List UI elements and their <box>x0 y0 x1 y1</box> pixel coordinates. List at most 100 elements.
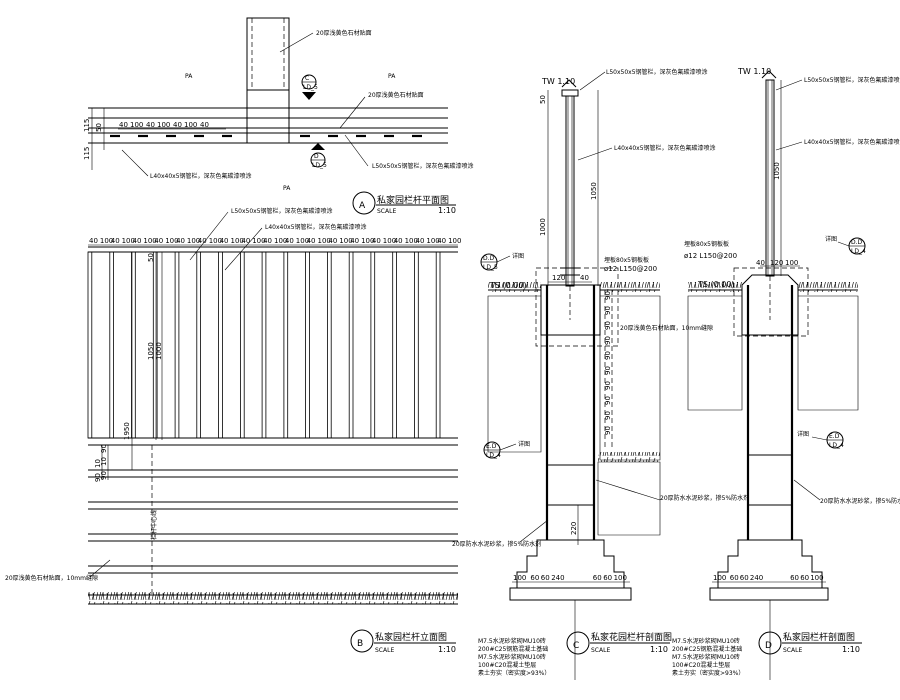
view-title: 私家园栏杆平面图 <box>377 194 449 206</box>
elevation-bar <box>261 251 267 439</box>
elevation-dim-text: 40 <box>154 237 163 245</box>
layer-label: M7.5水泥砂浆砌MU10砖 <box>672 637 740 645</box>
dim-text: 220 <box>570 522 578 535</box>
section-c-note-mortar-2: 20厚防水水泥砂浆，掺5%防水剂 <box>452 540 541 548</box>
elevation-dim-text: 100 <box>383 237 396 245</box>
section-d-title-block: D 私家园栏杆剖面图 SCALE 1:10 <box>758 631 862 655</box>
elevation-bar <box>326 251 332 439</box>
bottom-dim-text: 60 <box>800 574 809 582</box>
layer-label: M7.5水泥砂浆砌MU10砖 <box>478 637 546 645</box>
section-c-layers: M7.5水泥砂浆砌MU10砖 200#C25钢筋混凝土基础 M7.5水泥砂浆砌M… <box>478 600 576 680</box>
scale-label: SCALE <box>591 647 610 654</box>
section-c-note-mortar: 20厚防水水泥砂浆，掺5%防水剂 <box>660 494 749 502</box>
section-c-detail-marker-1[interactable]: D.D LD_5 详图 <box>480 252 524 271</box>
detail-tag: 详图 <box>797 430 809 438</box>
section-d-detail-marker-2[interactable]: E.D LD_4 详图 <box>797 430 844 449</box>
view-letter: D <box>765 641 772 651</box>
section-c-note-l50: L50x50x5钢管栏，深灰色氟碳漆喷涂 <box>606 68 708 76</box>
layer-label: 素土夯实（密实度>93%） <box>478 669 550 677</box>
stack-dim-text: 90 <box>604 381 612 390</box>
elevation-dim-text: 40 <box>220 237 229 245</box>
elevation-dim-text: 40 <box>285 237 294 245</box>
detail-tag: 详图 <box>518 440 530 448</box>
dim-text: 1000 <box>539 218 547 236</box>
plan-section-marker-c[interactable]: C LD_5 <box>301 74 318 100</box>
section-c-detail-box <box>535 267 619 347</box>
elevation-dim-text: 100 <box>252 237 265 245</box>
section-number: D <box>314 153 319 160</box>
section-d-soil-right <box>797 295 859 411</box>
section-c-view: TW 1.10 TS (0.00) L50x50x5钢管栏，深灰色氟碳漆喷涂 L… <box>452 68 749 680</box>
section-c-plate: 埋板80x5钢板板 <box>604 256 649 264</box>
elevation-bar <box>370 251 376 439</box>
stack-dim-text: 90 <box>604 336 612 345</box>
plan-dims-left: 115 50 115 <box>83 108 105 170</box>
plan-dim-text: 50 <box>95 123 103 132</box>
dim-text: 50 <box>147 253 155 262</box>
layer-label: 200#C25钢筋混凝土基础 <box>672 645 742 653</box>
elevation-bar <box>174 251 180 439</box>
section-d-detail-marker-1[interactable]: D.D LD_4 详图 <box>825 235 866 255</box>
detail-number: E.D <box>486 443 497 450</box>
scale-value: 1:10 <box>842 645 860 654</box>
scale-label: SCALE <box>377 208 396 215</box>
section-c-detail-marker-2[interactable]: E.D LD_4 详图 <box>483 440 530 459</box>
plan-wall-vertical <box>246 17 290 91</box>
elevation-dims-side: 50 1050 1000 1950 90 10 90 10 90 <box>94 252 163 482</box>
elevation-dim-text: 40 <box>111 237 120 245</box>
view-letter: A <box>359 201 366 211</box>
section-d-note-l40: L40x40x5钢管栏，深灰色氟碳漆喷涂 <box>804 138 900 146</box>
dim-text: 90 <box>100 471 108 480</box>
stack-dim-text: 90 <box>604 291 612 300</box>
elevation-dim-text: 40 <box>416 237 425 245</box>
elevation-bar <box>196 251 202 439</box>
plan-dim-text: 40 <box>119 121 128 129</box>
view-title: 私家园栏杆立面图 <box>375 631 447 643</box>
stack-dim-text: 90 <box>604 366 612 375</box>
plan-dim-text: 100 <box>130 121 143 129</box>
section-sheet: LD_5 <box>303 84 318 91</box>
plan-dim-text: 40 <box>146 121 155 129</box>
scale-value: 1:10 <box>438 206 456 215</box>
detail-tag: 详图 <box>825 235 837 243</box>
elevation-dim-text: 100 <box>361 237 374 245</box>
plan-dim-text: 100 <box>157 121 170 129</box>
elevation-dim-text: 100 <box>187 237 200 245</box>
bottom-dim-text: 60 <box>790 574 799 582</box>
elevation-dim-text: 100 <box>209 237 222 245</box>
section-d-anchor: ø12 L150@200 <box>684 252 737 260</box>
stack-dim-text: 90 <box>604 351 612 360</box>
plan-section-marker-d[interactable]: D LD_5 <box>310 143 327 169</box>
section-sheet: LD_5 <box>312 162 327 169</box>
stack-dim-text: 90 <box>604 411 612 420</box>
elevation-dim-text: 100 <box>448 237 461 245</box>
elevation-note-l50: L50x50x5钢管栏，深灰色氟碳漆喷涂 <box>231 207 333 215</box>
elevation-bar <box>348 251 354 439</box>
dim-text: 90 <box>100 444 108 453</box>
view-letter: C <box>573 641 579 651</box>
stack-dim-text: 90 <box>604 306 612 315</box>
bottom-dim-text: 100 <box>513 574 526 582</box>
section-c-note-stone: 20厚浅黄色石材贴面，10mm缝隙 <box>620 324 713 332</box>
elevation-dim-text: 100 <box>100 237 113 245</box>
section-c-anchor: ø12 L150@200 <box>604 265 657 273</box>
elevation-grass <box>88 592 458 604</box>
section-d-plate: 埋板80x5钢板板 <box>684 240 729 248</box>
dim-text: 10 <box>100 457 108 466</box>
elevation-bar <box>305 251 310 439</box>
elevation-dim-text: 100 <box>405 237 418 245</box>
section-c-ts: TS (0.00) <box>489 281 527 290</box>
elevation-dim-text: 100 <box>339 237 352 245</box>
bottom-dim-text: 100 <box>810 574 823 582</box>
section-c-tie-beam <box>546 464 595 506</box>
plan-note-l50: L50x50x5钢管栏，深灰色氟碳漆喷涂 <box>372 162 474 170</box>
elevation-dim-text: 100 <box>122 237 135 245</box>
detail-number: E.D <box>829 433 840 440</box>
elevation-dim-text: 100 <box>426 237 439 245</box>
elevation-dim-text: 40 <box>394 237 403 245</box>
detail-sheet: LD_4 <box>851 248 866 255</box>
